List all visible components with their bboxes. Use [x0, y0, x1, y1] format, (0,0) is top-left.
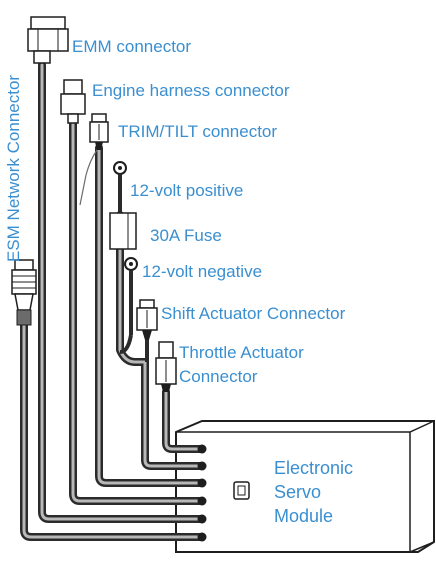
shift-actuator-connector [136, 299, 158, 362]
emm-connector [27, 16, 69, 64]
cables [20, 61, 204, 541]
module-connector-icon [233, 481, 250, 500]
trim-tilt-connector-label: TRIM/TILT connector [118, 122, 278, 141]
negative-label: 12-volt negative [142, 262, 263, 281]
esm-network-connector-label: ESM Network Connector [4, 74, 23, 262]
fuse-label: 30A Fuse [150, 226, 222, 245]
throttle-actuator-label-line2: Connector [179, 367, 258, 386]
module-plugs [197, 444, 207, 542]
throttle-actuator-connector [155, 341, 177, 392]
module-label-line3: Module [274, 506, 334, 526]
positive-label: 12-volt positive [130, 181, 244, 200]
negative-ring-terminal [119, 257, 138, 354]
servo-module-box [175, 420, 435, 553]
emm-connector-label: EMM connector [72, 37, 192, 56]
module-label-line1: Electronic [274, 458, 354, 478]
trim-tilt-connector [79, 113, 109, 206]
esm-network-connector [11, 259, 37, 326]
engine-harness-connector [60, 79, 86, 124]
positive-ring-terminal [113, 161, 127, 215]
module-label-line2: Servo [274, 482, 322, 502]
shift-actuator-label: Shift Actuator Connector [161, 304, 346, 323]
throttle-actuator-label-line1: Throttle Actuator [179, 343, 304, 362]
fuse-holder [109, 212, 137, 250]
engine-harness-connector-label: Engine harness connector [92, 81, 290, 100]
